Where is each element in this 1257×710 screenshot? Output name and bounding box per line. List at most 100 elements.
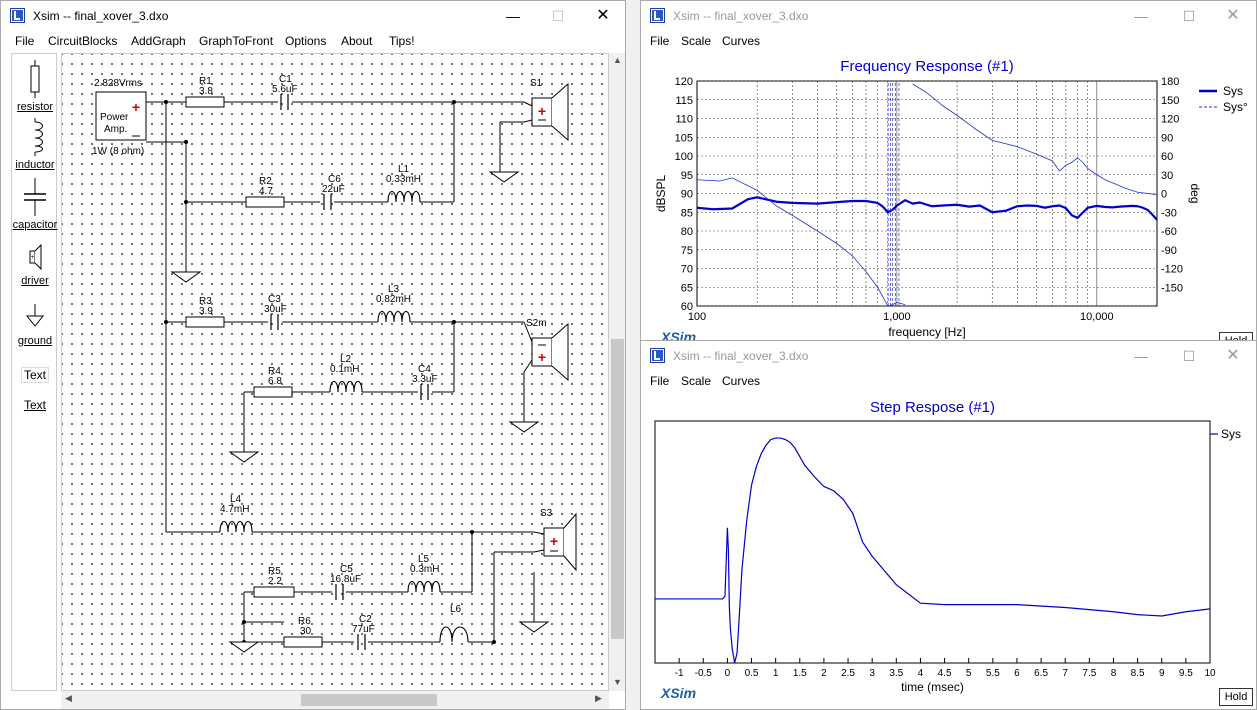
- menu-tips[interactable]: Tips!: [389, 34, 415, 48]
- maximize-button[interactable]: ☐: [1182, 348, 1196, 364]
- label-r3-value: 3.9: [199, 306, 213, 317]
- palette-resistor[interactable]: resistor: [12, 60, 58, 113]
- inductor-icon: [34, 118, 43, 156]
- label-s3: S3: [540, 508, 553, 519]
- scroll-right-arrow[interactable]: ▶: [595, 693, 602, 703]
- menu-addgraph[interactable]: AddGraph: [131, 34, 186, 48]
- minimize-button[interactable]: —: [1134, 8, 1148, 24]
- palette-label: resistor: [16, 101, 54, 113]
- x-axis-label: time (msec): [901, 680, 964, 694]
- vertical-scrollbar[interactable]: ▲ ▼: [609, 53, 625, 691]
- minimize-button[interactable]: —: [1134, 348, 1148, 364]
- close-button[interactable]: ✕: [1226, 347, 1240, 364]
- menu-options[interactable]: Options: [285, 34, 327, 48]
- x-tick-label: 6: [1014, 668, 1020, 679]
- label-c1-value: 5.6uF: [272, 84, 298, 95]
- step-menubar: File Scale Curves: [641, 371, 1256, 391]
- menu-curves[interactable]: Curves: [722, 34, 761, 48]
- minimize-button[interactable]: —: [506, 8, 520, 24]
- close-button[interactable]: ✕: [596, 7, 610, 24]
- vertical-scroll-thumb[interactable]: [611, 339, 624, 639]
- menu-about[interactable]: About: [341, 34, 373, 48]
- menu-file[interactable]: File: [15, 34, 35, 48]
- resistor-r4: [253, 386, 293, 398]
- step-titlebar[interactable]: Xsim -- final_xover_3.dxo — ☐ ✕: [641, 341, 1256, 371]
- resistor-r5: [253, 586, 295, 598]
- menu-file[interactable]: File: [650, 374, 670, 388]
- y-tick-label: 95: [681, 170, 693, 182]
- window-title: Xsim -- final_xover_3.dxo: [673, 9, 809, 23]
- menu-file[interactable]: File: [650, 34, 670, 48]
- y-axis-label: dBSPL: [654, 174, 668, 212]
- component-palette: resistor inductor capacitor + driver gro…: [11, 53, 57, 691]
- label-l2-name: L2: [340, 354, 352, 365]
- xsim-app-icon: [10, 8, 25, 23]
- label-c2-value: 77uF: [352, 624, 375, 635]
- window-title: Xsim -- final_xover_3.dxo: [33, 9, 169, 23]
- palette-text-link[interactable]: Text: [12, 398, 58, 412]
- palette-capacitor[interactable]: capacitor: [12, 178, 58, 231]
- menu-graphtofront[interactable]: GraphToFront: [199, 34, 274, 48]
- palette-driver[interactable]: + driver: [12, 242, 58, 287]
- y-tick-label: 70: [681, 264, 693, 276]
- x-tick-label: 1.5: [793, 668, 807, 679]
- schematic-titlebar[interactable]: Xsim -- final_xover_3.dxo — ☐ ✕: [1, 1, 625, 31]
- xsim-app-icon: [650, 348, 665, 363]
- horizontal-scroll-thumb[interactable]: [301, 694, 437, 706]
- x-tick-label: -1: [675, 668, 684, 679]
- x-tick-label: 9.5: [1179, 668, 1193, 679]
- y2-tick-label: 120: [1161, 114, 1179, 126]
- frequency-response-chart: 6065707580859095100105110115120-150-120-…: [654, 58, 1248, 339]
- horizontal-scrollbar[interactable]: ◀ ▶: [61, 691, 609, 709]
- y2-tick-label: 60: [1161, 151, 1173, 163]
- maximize-button[interactable]: ☐: [1182, 8, 1196, 24]
- ground-icon: [25, 304, 45, 327]
- scroll-down-arrow[interactable]: ▼: [613, 677, 622, 687]
- y-tick-label: 85: [681, 207, 693, 219]
- x-tick-label: 9: [1159, 668, 1165, 679]
- scroll-left-arrow[interactable]: ◀: [65, 693, 72, 703]
- x-tick-label: 4: [918, 668, 924, 679]
- menu-scale[interactable]: Scale: [681, 34, 712, 48]
- y2-tick-label: -90: [1161, 245, 1177, 257]
- frequency-titlebar[interactable]: Xsim -- final_xover_3.dxo — ☐ ✕: [641, 1, 1256, 31]
- maximize-button[interactable]: ☐: [551, 8, 565, 24]
- schematic-canvas[interactable]: + + + + 2.828Vrms Power Amp. 1W (8 ohm) …: [61, 53, 609, 691]
- palette-ground[interactable]: ground: [12, 302, 58, 347]
- palette-label: inductor: [15, 159, 55, 171]
- hold-button[interactable]: Hold: [1219, 688, 1253, 706]
- label-s1: S1: [530, 78, 543, 89]
- svg-text:+: +: [538, 103, 546, 119]
- menu-curves[interactable]: Curves: [722, 374, 761, 388]
- x-tick-label: 10,000: [1080, 311, 1114, 323]
- label-c6-name: C6: [328, 174, 341, 185]
- palette-inductor[interactable]: inductor: [12, 118, 58, 171]
- y2-tick-label: 180: [1161, 76, 1179, 88]
- x-tick-label: 0.5: [745, 668, 759, 679]
- xsim-app-icon: [650, 8, 665, 23]
- label-l5-value: 0.3mH: [410, 564, 440, 575]
- menu-scale[interactable]: Scale: [681, 374, 712, 388]
- x-tick-label: 8: [1111, 668, 1117, 679]
- frequency-window: Xsim -- final_xover_3.dxo — ☐ ✕ File Sca…: [640, 0, 1257, 346]
- x-tick-label: 3.5: [889, 668, 903, 679]
- y-tick-label: 60: [681, 301, 693, 313]
- label-l5-name: L5: [418, 554, 430, 565]
- text-link-icon: Text: [23, 398, 46, 412]
- label-r1-name: R1: [199, 76, 212, 87]
- close-button[interactable]: ✕: [1226, 7, 1240, 24]
- x-tick-label: -0.5: [695, 668, 713, 679]
- y-tick-label: 75: [681, 245, 693, 257]
- window-title: Xsim -- final_xover_3.dxo: [673, 349, 809, 363]
- y-tick-label: 120: [675, 76, 693, 88]
- chart-title: Step Respose (#1): [870, 399, 995, 416]
- x-axis-label: frequency [Hz]: [888, 325, 965, 339]
- menu-circuitblocks[interactable]: CircuitBlocks: [48, 34, 118, 48]
- scroll-up-arrow[interactable]: ▲: [613, 55, 622, 65]
- x-tick-label: 1: [773, 668, 779, 679]
- y-tick-label: 100: [675, 151, 693, 163]
- palette-label: capacitor: [12, 219, 58, 231]
- palette-text-box[interactable]: Text: [12, 367, 58, 383]
- legend-label-phase: Sys°: [1223, 100, 1248, 114]
- amp-rating: 1W (8 ohm): [92, 146, 145, 157]
